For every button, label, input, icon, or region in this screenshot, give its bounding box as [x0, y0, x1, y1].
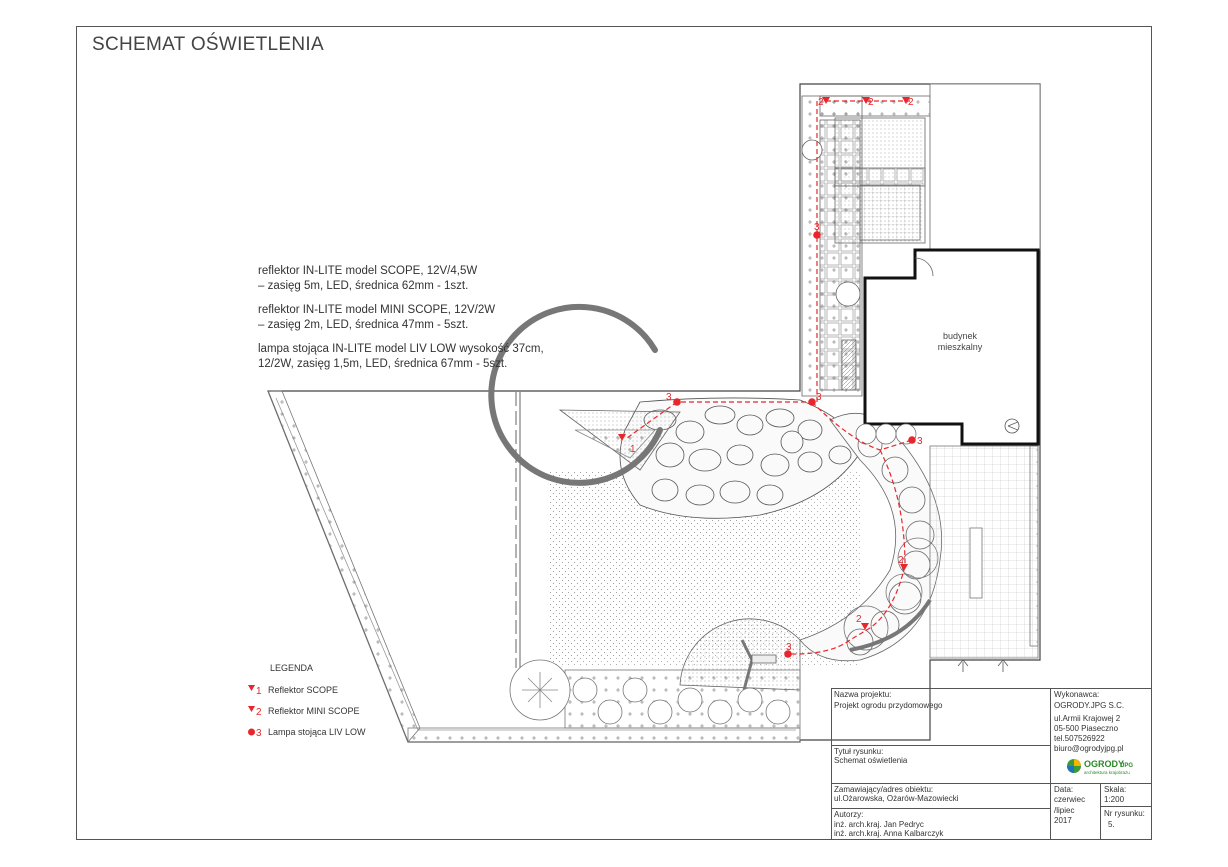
- contractor-name: OGRODY.JPG S.C.: [1054, 701, 1125, 710]
- spec-mini-scope: reflektor IN-LITE model MINI SCOPE, 12V/…: [258, 303, 544, 333]
- liv-low-lamp-icon: 3: [784, 642, 792, 658]
- building-label-2: mieszkalny: [938, 342, 983, 352]
- terrace: [819, 83, 1041, 251]
- spec-scope-line1: reflektor IN-LITE model SCOPE, 12V/4,5W: [258, 265, 478, 277]
- fixture-number: 2: [818, 97, 824, 108]
- title-block: [831, 688, 1152, 840]
- driveway: [929, 445, 1039, 672]
- fixture-number: 3: [786, 642, 792, 653]
- date-line-1: czerwiec: [1054, 795, 1086, 804]
- spec-liv-low-line1: lampa stojąca IN-LITE model LIV LOW wyso…: [258, 343, 544, 355]
- author-1: inż. arch.kraj. Jan Pedryc: [834, 820, 924, 829]
- liv-low-lamp-icon: 3: [908, 436, 923, 447]
- legend-label-mini-scope: Reflektor MINI SCOPE: [268, 706, 360, 716]
- liv-low-lamp-icon: 3: [808, 392, 822, 406]
- page-title: SCHEMAT OŚWIETLENIA: [92, 34, 324, 55]
- fixture-number: 3: [666, 392, 672, 403]
- bottom-shrubs: [509, 659, 801, 729]
- fixture-number: 2: [868, 97, 874, 108]
- scope-reflector-icon: 1: [618, 434, 636, 455]
- client-caption: Zamawiający/adres obiektu:: [834, 785, 934, 794]
- project-caption: Nazwa projektu:: [834, 690, 892, 699]
- drawing-frame: [76, 26, 1152, 840]
- spec-liv-low: lampa stojąca IN-LITE model LIV LOW wyso…: [258, 342, 544, 372]
- scale-caption: Skala:: [1104, 785, 1127, 794]
- title-block-divider-h3: [831, 808, 1050, 809]
- legend-num-2: 2: [256, 707, 262, 718]
- spec-scope: reflektor IN-LITE model SCOPE, 12V/4,5W …: [258, 264, 544, 294]
- fixture-specs: reflektor IN-LITE model SCOPE, 12V/4,5W …: [258, 264, 544, 381]
- courtyard-shrubs: [855, 423, 917, 445]
- spec-scope-line2: – zasięg 5m, LED, średnica 62mm - 1szt.: [258, 280, 469, 292]
- project-name: Projekt ogrodu przydomowego: [834, 701, 943, 710]
- drawing-title: Schemat oświetlenia: [834, 756, 908, 765]
- sheet-number-caption: Nr rysunku:: [1104, 809, 1145, 818]
- scale-value: 1:200: [1104, 795, 1125, 804]
- fixture-number: 3: [917, 436, 923, 447]
- building-label-1: budynek: [943, 331, 978, 341]
- company-logo: OGRODY JPG architektura krajobrazu: [1066, 755, 1146, 777]
- drawing-caption: Tytuł rysunku:: [834, 747, 884, 756]
- legend-label-scope: Reflektor SCOPE: [268, 685, 339, 695]
- contractor-city: 05-500 Piaseczno: [1054, 724, 1119, 733]
- authors-caption: Autorzy:: [834, 810, 864, 819]
- triangle-bed: [558, 409, 681, 471]
- legend-num-3: 3: [256, 728, 262, 739]
- mini-scope-reflector-icon: 2: [818, 97, 830, 108]
- legend-item-scope: 1 Reflektor SCOPE: [246, 683, 386, 697]
- logo-suffix: JPG: [1121, 763, 1133, 769]
- title-block-divider-v1: [1050, 688, 1051, 783]
- title-block-divider-v2: [1050, 783, 1051, 840]
- fixture-number: 2: [898, 555, 904, 566]
- spec-liv-low-line2: 12/2W, zasięg 1,5m, LED, średnica 67mm -…: [258, 358, 508, 370]
- left-border-plants: [267, 390, 801, 743]
- lighting-cable: [626, 100, 913, 655]
- mini-scope-reflector-icon: 2: [246, 704, 268, 718]
- liv-low-lamp-icon: 3: [813, 222, 821, 239]
- contractor-phone: tel.507526922: [1054, 734, 1105, 743]
- fixture-number: 3: [814, 222, 820, 233]
- title-block-divider-h1: [831, 745, 1050, 746]
- mini-scope-reflector-icon: 2: [902, 97, 914, 108]
- mini-scope-reflector-icon: 2: [862, 97, 874, 108]
- liv-low-lamp-icon: 3: [246, 725, 268, 739]
- logo-tagline: architektura krajobrazu: [1084, 770, 1130, 775]
- scope-reflector-icon: 1: [246, 683, 268, 697]
- title-block-divider-h4: [1100, 806, 1152, 807]
- client-address: ul.Ożarowska, Ożarów-Mazowiecki: [834, 794, 959, 803]
- liv-low-lamp-icon: 3: [666, 392, 681, 406]
- mini-scope-reflector-icon: 2: [898, 555, 908, 571]
- title-block-divider-h2: [831, 783, 1152, 784]
- title-block-divider-v3: [1100, 783, 1101, 840]
- building: [863, 248, 1040, 446]
- legend-item-liv-low: 3 Lampa stojąca LIV LOW: [246, 725, 386, 739]
- legend-num-1: 1: [256, 686, 262, 697]
- date-line-3: 2017: [1054, 816, 1072, 825]
- curved-pergola: [488, 303, 663, 486]
- spec-mini-scope-line1: reflektor IN-LITE model MINI SCOPE, 12V/…: [258, 304, 496, 316]
- logo-text: OGRODY: [1084, 759, 1124, 769]
- mini-scope-reflector-icon: 2: [856, 614, 869, 630]
- legend-label-liv-low: Lampa stojąca LIV LOW: [268, 727, 366, 737]
- date-line-2: /lipiec: [1054, 806, 1075, 815]
- legend-title: LEGENDA: [270, 663, 314, 673]
- fixture-number: 2: [856, 614, 862, 625]
- contractor-street: ul.Armii Krajowej 2: [1054, 714, 1121, 723]
- stone-path: [619, 397, 863, 519]
- fixture-number: 2: [908, 97, 914, 108]
- spec-mini-scope-line2: – zasięg 2m, LED, średnica 47mm - 5szt.: [258, 319, 469, 331]
- author-2: inż. arch.kraj. Anna Kalbarczyk: [834, 829, 944, 838]
- date-caption: Data:: [1054, 785, 1074, 794]
- sheet-number: 5.: [1108, 820, 1115, 829]
- contractor-email: biuro@ogrodyjpg.pl: [1054, 744, 1124, 753]
- fixture-number: 3: [816, 392, 822, 403]
- contractor-caption: Wykonawca:: [1054, 690, 1100, 699]
- legend-item-mini-scope: 2 Reflektor MINI SCOPE: [246, 704, 386, 718]
- fixture-number: 1: [630, 444, 636, 455]
